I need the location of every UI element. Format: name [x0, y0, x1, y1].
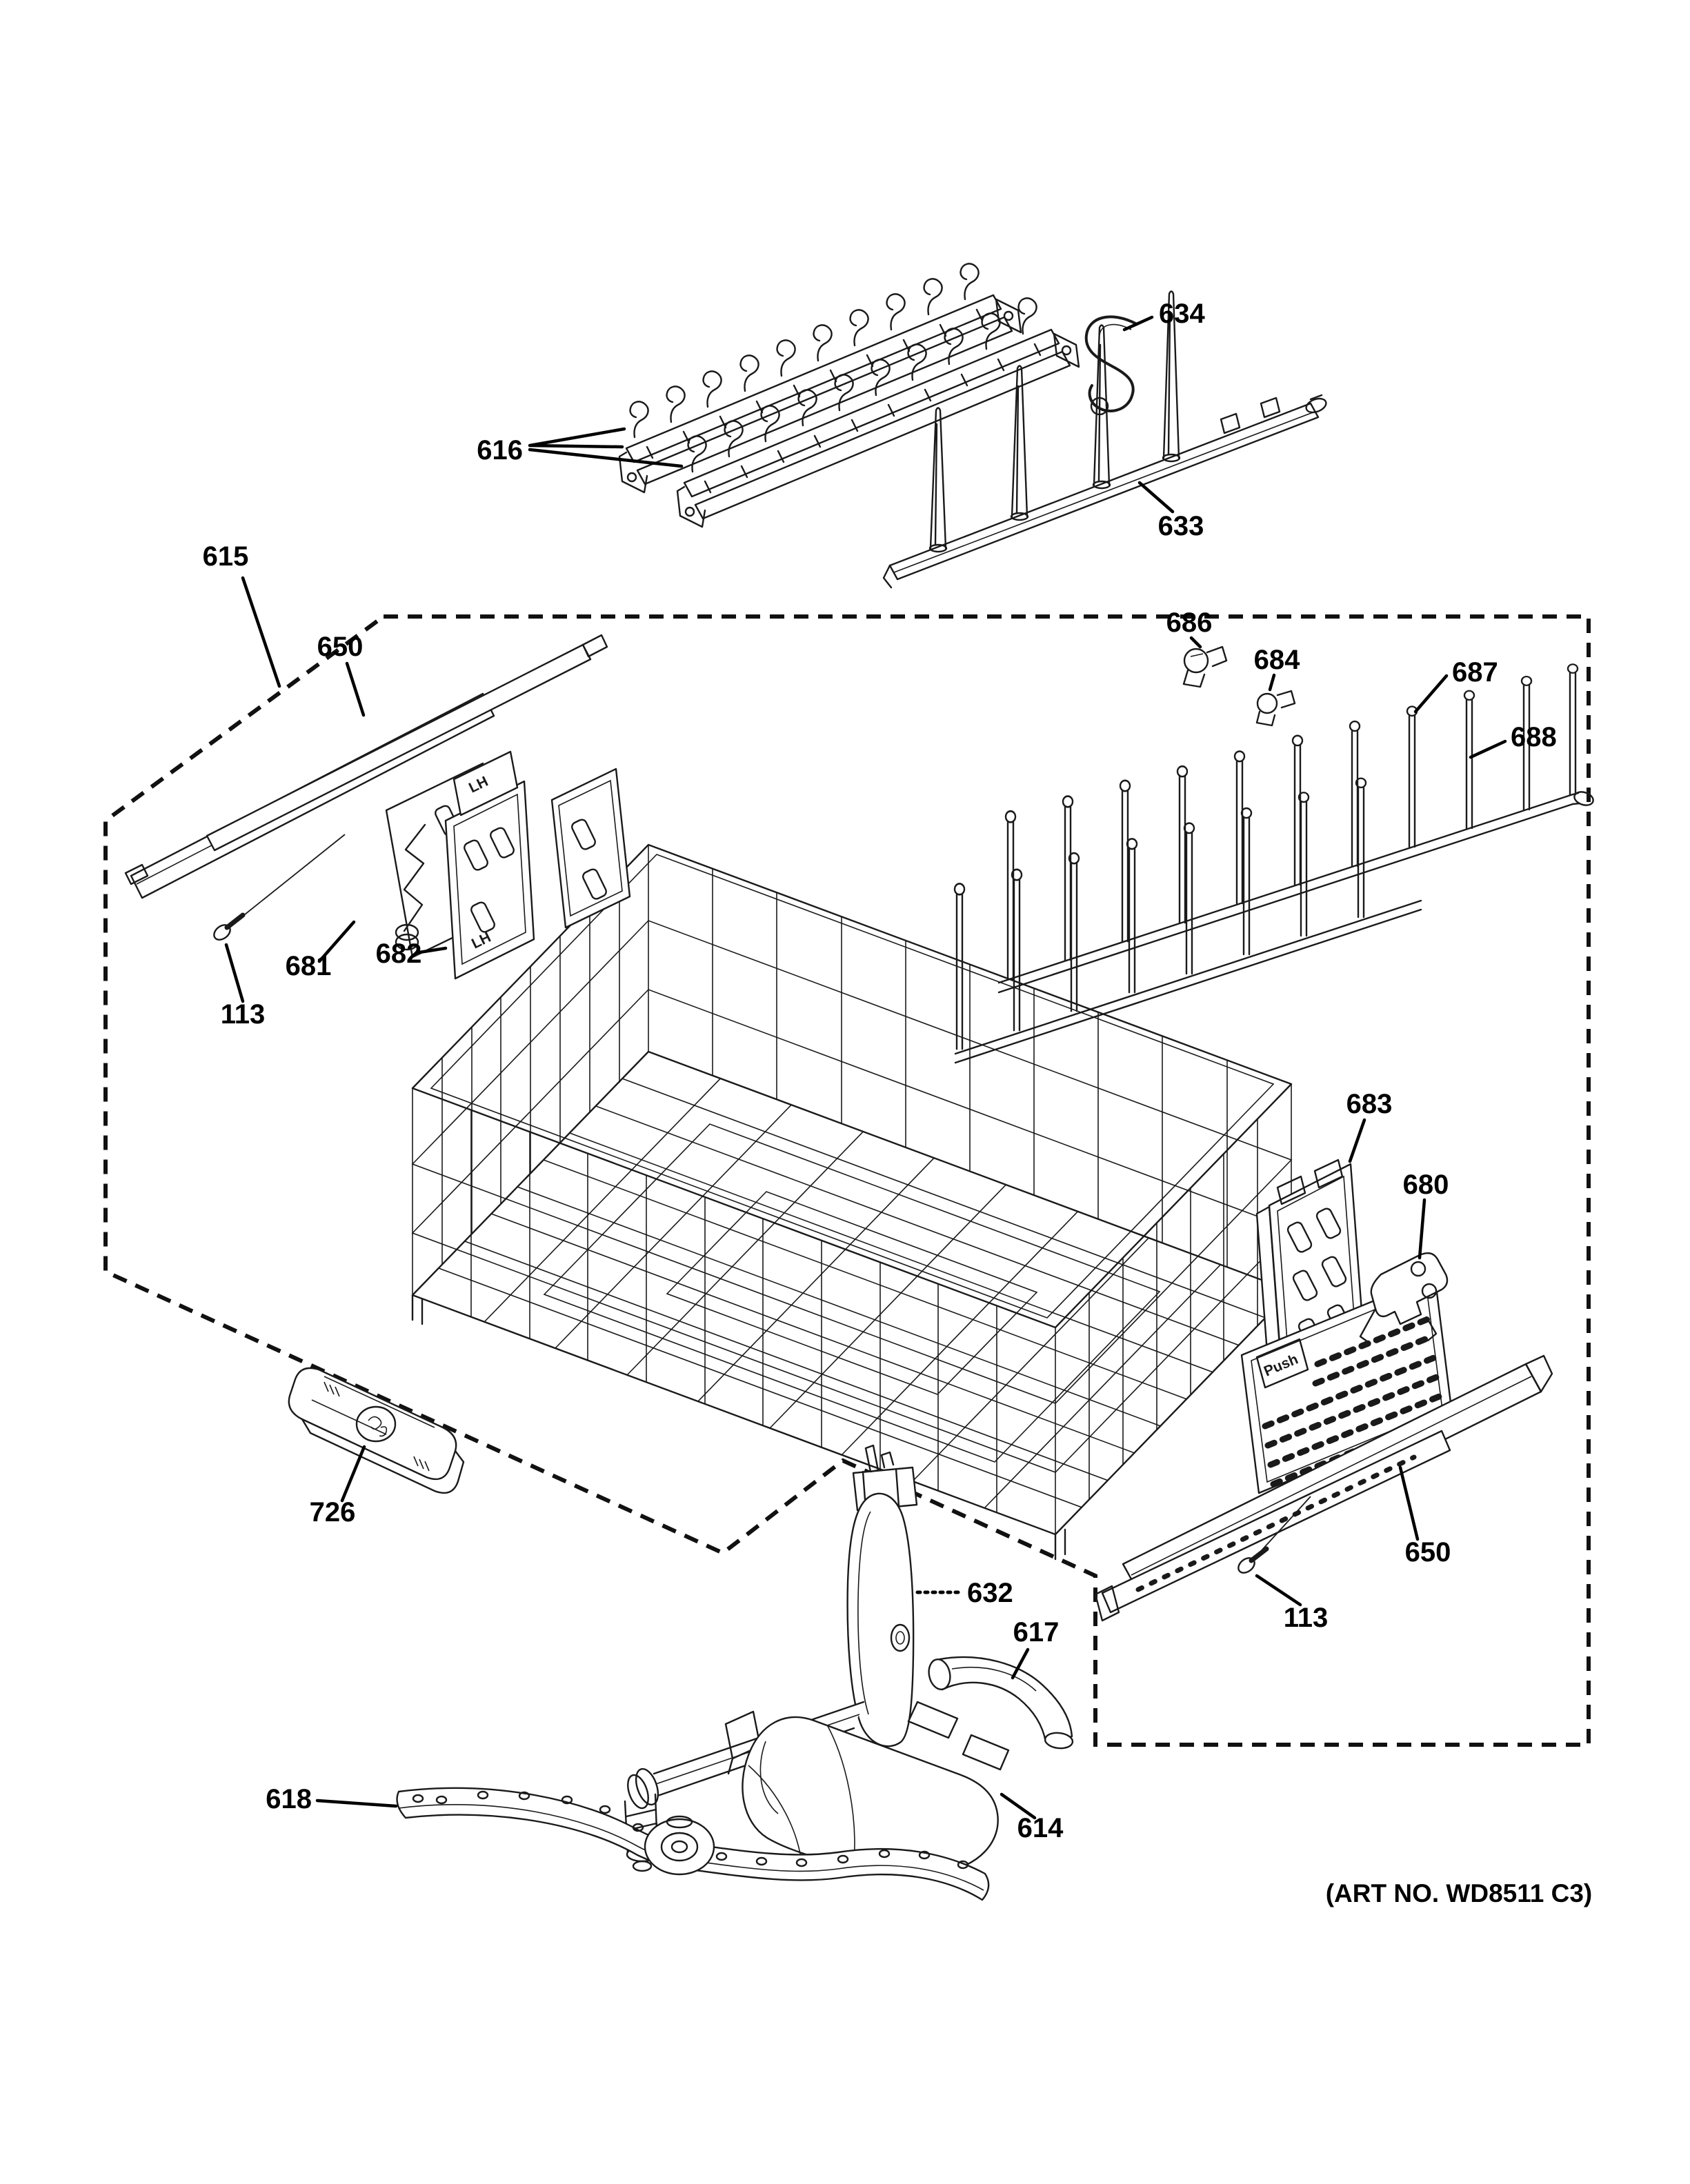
callout-113-left-label: 113: [221, 999, 266, 1030]
callout-680-label: 680: [1403, 1170, 1449, 1200]
art-number: (ART NO. WD8511 C3): [1326, 1879, 1593, 1907]
tine-row-carrier-back: [619, 263, 1021, 492]
ge-logo-icon: [355, 1405, 397, 1443]
callout-113-right-label: 113: [1284, 1603, 1329, 1633]
slide-rail-650-right: [1094, 1354, 1553, 1622]
callout-617-label: 617: [1013, 1617, 1060, 1647]
callout-726-label: 726: [310, 1497, 356, 1527]
rack-adjuster-682: LH LH: [444, 750, 535, 980]
callout-683: 683: [1346, 1089, 1393, 1163]
callout-650-right-label: 650: [1405, 1537, 1451, 1567]
callout-113-left: 113: [221, 943, 266, 1030]
callout-632: 632: [915, 1578, 1013, 1608]
callout-634-label: 634: [1159, 299, 1205, 329]
pin-clip-686: [1182, 645, 1228, 688]
callout-633: 633: [1137, 481, 1204, 541]
rail-bracket-680: [1359, 1252, 1449, 1345]
callout-615: 615: [203, 541, 281, 688]
callout-634: 634: [1122, 299, 1205, 332]
tine-pin-fence: [953, 663, 1594, 1064]
callout-686-label: 686: [1166, 608, 1213, 638]
callout-614: 614: [1000, 1792, 1064, 1843]
callout-614-label: 614: [1017, 1813, 1064, 1843]
callout-683-label: 683: [1346, 1089, 1393, 1119]
callout-688: 688: [1469, 722, 1557, 759]
upper-rack-basket: [411, 843, 1293, 1561]
group-boundary-615: [103, 614, 1591, 1747]
callout-680: 680: [1403, 1170, 1449, 1260]
callout-682: 682: [376, 939, 448, 969]
rack-handle-726: [288, 1367, 465, 1494]
callout-686: 686: [1166, 608, 1213, 649]
callout-650-right: 650: [1398, 1465, 1451, 1567]
rack-adjuster-echo-panel: [550, 768, 631, 929]
callout-633-label: 633: [1158, 511, 1204, 541]
callouts: 616 634 633 615 650 686 684 687: [203, 299, 1593, 1907]
callout-687: 687: [1413, 657, 1498, 714]
callout-616-label: 616: [477, 435, 523, 465]
callout-615-label: 615: [203, 541, 249, 572]
dock-pod-614: [742, 1701, 1010, 1876]
screw-113-right: [1237, 1496, 1311, 1574]
screw-113-left: [213, 834, 346, 941]
callout-687-label: 687: [1452, 657, 1498, 688]
callout-113-right: 113: [1255, 1574, 1329, 1633]
callout-618-label: 618: [266, 1784, 312, 1814]
callout-650-left-label: 650: [317, 632, 364, 662]
callout-681-label: 681: [286, 951, 332, 981]
callout-684: 684: [1254, 645, 1300, 692]
callout-688-label: 688: [1511, 722, 1557, 752]
pin-clip-684: [1255, 690, 1296, 727]
callout-681: 681: [286, 920, 356, 981]
elbow-tube-617: [928, 1656, 1074, 1750]
callout-616: 616: [477, 427, 684, 468]
spray-arm-618: [396, 1787, 990, 1901]
callout-617: 617: [1011, 1617, 1060, 1680]
callout-650-left: 650: [317, 632, 366, 717]
callout-682-label: 682: [376, 939, 422, 969]
conduit-632: [846, 1444, 918, 1747]
tine-post-rail-633: [882, 290, 1327, 589]
hook-clip-634: [1084, 315, 1138, 416]
callout-632-label: 632: [967, 1578, 1013, 1608]
callout-684-label: 684: [1254, 645, 1300, 675]
callout-726: 726: [310, 1445, 366, 1527]
slide-rail-650-left: [124, 634, 608, 899]
spray-arm-nozzles: [412, 1790, 969, 1870]
latch-plate: Push: [1240, 1274, 1453, 1494]
callout-618: 618: [266, 1784, 398, 1814]
